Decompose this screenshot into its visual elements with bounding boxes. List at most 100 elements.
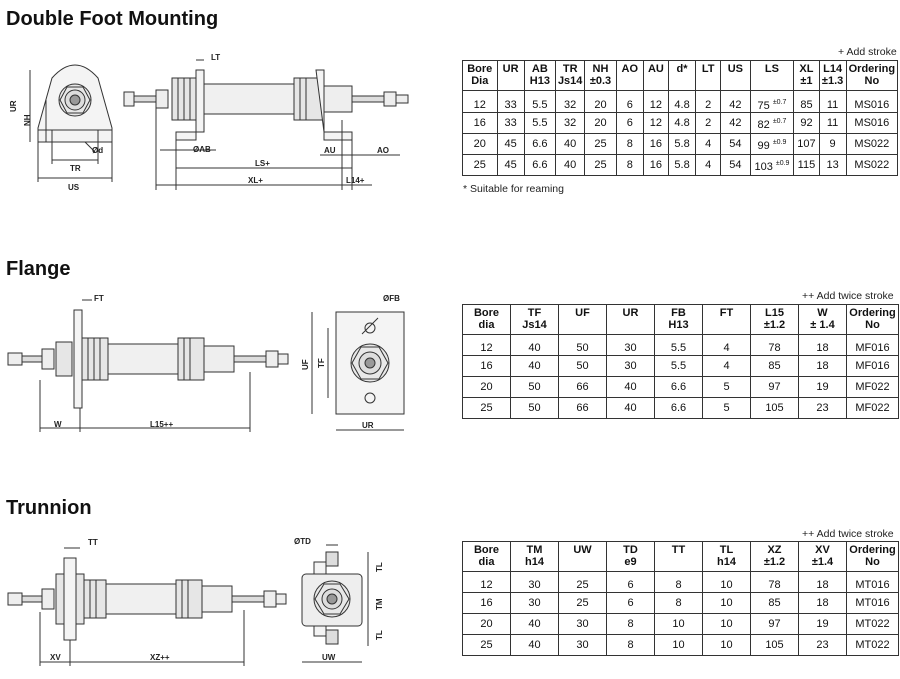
table-cell: MF016 xyxy=(846,334,899,356)
column-header-line1: AO xyxy=(621,63,639,75)
cell-value: 82 xyxy=(757,118,770,131)
table-cell: 25 xyxy=(462,397,511,419)
table-cell: 30 xyxy=(606,334,655,356)
table-cell: MF016 xyxy=(846,355,899,377)
column-header-line1: FB xyxy=(671,307,686,319)
column-header-line2: e9 xyxy=(624,556,637,568)
column-header-line1: TT xyxy=(671,544,686,556)
table-cell: 19 xyxy=(798,613,847,635)
table-cell: 45 xyxy=(496,133,525,155)
table-cell: 25 xyxy=(558,592,607,614)
table-cell: 30 xyxy=(558,634,607,656)
column-header-line2: No xyxy=(864,75,880,87)
column-header-line1: LS xyxy=(764,63,779,75)
column-header-line1: Ordering xyxy=(849,307,896,319)
dim-lt: LT xyxy=(211,53,220,62)
cell-value: 99 xyxy=(757,139,770,152)
table-cell: 10 xyxy=(702,634,751,656)
column-header: FT xyxy=(702,304,751,335)
table-cell: 25 xyxy=(462,634,511,656)
table-cell: 5 xyxy=(702,397,751,419)
dim-ur-flange: UR xyxy=(362,421,374,430)
table-cell: 18 xyxy=(798,334,847,356)
column-header: UR xyxy=(606,304,655,335)
dim-us: US xyxy=(68,183,80,192)
table-cell: 10 xyxy=(702,571,751,593)
cell-tolerance: ±0.7 xyxy=(772,99,787,106)
table-cell: 23 xyxy=(798,397,847,419)
table-cell: 12 xyxy=(462,90,498,113)
table-cell: 5.5 xyxy=(654,355,703,377)
column-header: NH±0.3 xyxy=(584,60,617,91)
table-cell: 23 xyxy=(798,634,847,656)
table-cell: 8 xyxy=(615,133,644,155)
dim-td: ØTD xyxy=(294,537,311,546)
table-cell: 8 xyxy=(606,613,655,635)
dim-l14: L14+ xyxy=(346,176,365,185)
column-header: XV±1.4 xyxy=(798,541,847,572)
table-cell: 4.8 xyxy=(667,112,697,134)
cell-tolerance: ±0.9 xyxy=(775,159,790,167)
column-header-line1: US xyxy=(727,63,743,75)
table-cell: 20 xyxy=(584,90,617,113)
column-header: UF xyxy=(558,304,607,335)
column-header: LS xyxy=(749,60,795,91)
table-cell: 75 ±0.7 xyxy=(749,90,795,113)
table-cell: 92 xyxy=(793,112,820,134)
table-cell: 2 xyxy=(695,112,722,134)
table-cell: 2 xyxy=(695,90,722,113)
table-cell: 40 xyxy=(555,133,586,155)
dim-tf: TF xyxy=(317,358,326,368)
table-cell: MF022 xyxy=(846,397,899,419)
cell-tolerance: ±0.7 xyxy=(772,117,787,125)
table-cell: 20 xyxy=(462,613,511,635)
column-header-line1: TM xyxy=(526,544,543,556)
column-header-line1: d* xyxy=(676,63,688,75)
column-header-line2: ±1.3 xyxy=(821,75,844,87)
table-cell: 16 xyxy=(462,112,498,134)
reaming-note: * Suitable for reaming xyxy=(463,183,564,195)
table-cell: 50 xyxy=(510,376,559,398)
table-cell: 8 xyxy=(615,154,644,176)
table-cell: 8 xyxy=(654,571,703,593)
table-cell: 105 xyxy=(750,634,799,656)
column-header-line1: XV xyxy=(815,544,830,556)
column-header-line2: ±1 xyxy=(800,75,813,87)
column-header-line2: Js14 xyxy=(557,75,583,87)
column-header-line1: W xyxy=(817,307,828,319)
table-cell: 82 ±0.7 xyxy=(749,112,795,134)
column-header-line1: UR xyxy=(502,63,519,75)
column-header-line1: LT xyxy=(701,63,715,75)
dim-uf: UF xyxy=(301,359,310,370)
table-cell: 5.8 xyxy=(667,133,697,155)
table-cell: 40 xyxy=(510,613,559,635)
dim-xl: XL+ xyxy=(248,176,263,185)
column-header: TT xyxy=(654,541,703,572)
column-header-line1: AB xyxy=(531,63,548,75)
table-cell: 78 xyxy=(750,571,799,593)
table-cell: 5 xyxy=(702,376,751,398)
table-cell: 10 xyxy=(702,592,751,614)
dim-au: AU xyxy=(324,146,336,155)
table-cell: 99 ±0.9 xyxy=(749,133,795,155)
dim-ur: UR xyxy=(9,100,18,112)
table-cell: 6.6 xyxy=(523,133,557,155)
table-cell: 30 xyxy=(510,571,559,593)
column-header-line1: UF xyxy=(575,307,590,319)
column-header-line2: H13 xyxy=(529,75,550,87)
column-header-line1: XZ xyxy=(767,544,782,556)
table-cell: 5.5 xyxy=(523,112,557,134)
column-header-line1: NH xyxy=(592,63,609,75)
